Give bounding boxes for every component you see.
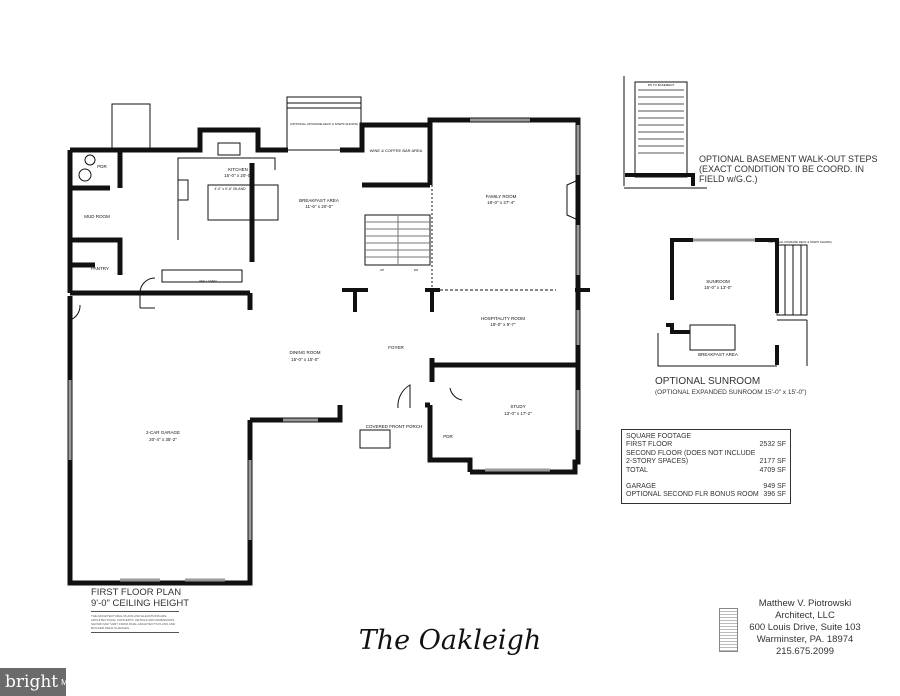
room-label-porch: COVERED FRONT PORCH xyxy=(366,424,422,429)
sunroom-title: OPTIONAL SUNROOM xyxy=(655,376,761,387)
room-label-study: STUDY xyxy=(510,404,525,409)
room-label-family: FAMILY ROOM xyxy=(486,194,517,199)
disclaimer: THE ARCHITECTURAL PLANS AND ELEVATIONS A… xyxy=(91,611,179,633)
plan-title-block: FIRST FLOOR PLAN 9'-0" CEILING HEIGHT xyxy=(91,587,189,609)
ceiling-height: 9'-0" CEILING HEIGHT xyxy=(91,598,190,609)
room-dims-study: 13'-0" x 17'-2" xyxy=(504,411,532,416)
room-label-mud-room: MUD ROOM xyxy=(84,214,110,219)
room-dims-family: 19'-0" x 27'-4" xyxy=(487,200,515,205)
room-label-kitchen: KITCHEN xyxy=(228,167,248,172)
room-label-wine-bar: WINE & COFFEE BAR AREA xyxy=(370,148,423,153)
architect-city: Warminster, PA. 18974 xyxy=(756,634,854,645)
room-dims-garage: 20'-4" x 35'-2" xyxy=(149,437,177,442)
architect-block: Matthew V. Piotrowski Architect, LLC 600… xyxy=(735,598,875,658)
island-label: 4'-0" x 9'-6" ISLAND xyxy=(214,187,246,191)
home-name: The Oakleigh xyxy=(358,625,542,656)
basement-note: DN TO BASEMENT xyxy=(648,83,675,87)
plan-title: FIRST FLOOR PLAN xyxy=(91,587,182,598)
room-label-pdr: PDR xyxy=(97,164,107,169)
room-dims-hospitality: 19'-0" x 9'-7" xyxy=(490,322,516,327)
architect-phone: 215.675.2099 xyxy=(775,646,835,657)
sqft-row: SECOND FLOOR (DOES NOT INCLUDE xyxy=(626,449,756,457)
wall-oven-label: WALL OVEN xyxy=(199,279,216,283)
stairs-down-label: DN xyxy=(414,268,418,272)
stairs-up-label: UP xyxy=(380,268,384,272)
sqft-heading: SQUARE FOOTAGE xyxy=(626,433,692,440)
room-label-sunroom-breakfast: BREAKFAST AREA xyxy=(698,352,738,357)
room-label-breakfast: BREAKFAST AREA xyxy=(299,198,339,203)
room-dims-sunroom: 15'-0" x 13'-0" xyxy=(704,285,732,290)
sunroom-deck-note: (OPTIONAL UPGRADE DECK & STEPS SHOWN) xyxy=(768,240,831,244)
sqft-row: 2-STORY SPACES)2177 SF xyxy=(626,458,786,466)
room-label-foyer: FOYER xyxy=(388,345,404,350)
architect-logo-icon xyxy=(719,608,738,652)
room-dims-breakfast: 11'-6" x 20'-0" xyxy=(305,204,333,209)
architect-name: Matthew V. Piotrowski xyxy=(758,598,852,609)
room-label-dining: DINING ROOM xyxy=(290,350,321,355)
room-dims-dining: 15'-0" x 15'-0" xyxy=(291,357,319,362)
room-dims-kitchen: 15'-0" x 20'-0" xyxy=(224,173,252,178)
deck-note: (OPTIONAL UPGRADE DECK & STEPS SHOWN) xyxy=(290,122,358,126)
basement-steps-label: OPTIONAL BASEMENT WALK-OUT STEPS (EXACT … xyxy=(699,154,878,184)
room-label-pantry: PANTRY xyxy=(91,266,109,271)
room-label-pdr-front: PDR xyxy=(443,434,453,439)
architect-address: 600 Louis Drive, Suite 103 xyxy=(749,622,861,633)
room-label-hospitality: HOSPITALITY ROOM xyxy=(481,316,525,321)
room-label-sunroom: SUNROOM xyxy=(706,279,730,284)
sunroom-subtitle: (OPTIONAL EXPANDED SUNROOM 15'-0" x 15'-… xyxy=(655,389,807,396)
room-label-garage: 2-CAR GARAGE xyxy=(146,430,180,435)
architect-firm: Architect, LLC xyxy=(775,610,835,621)
